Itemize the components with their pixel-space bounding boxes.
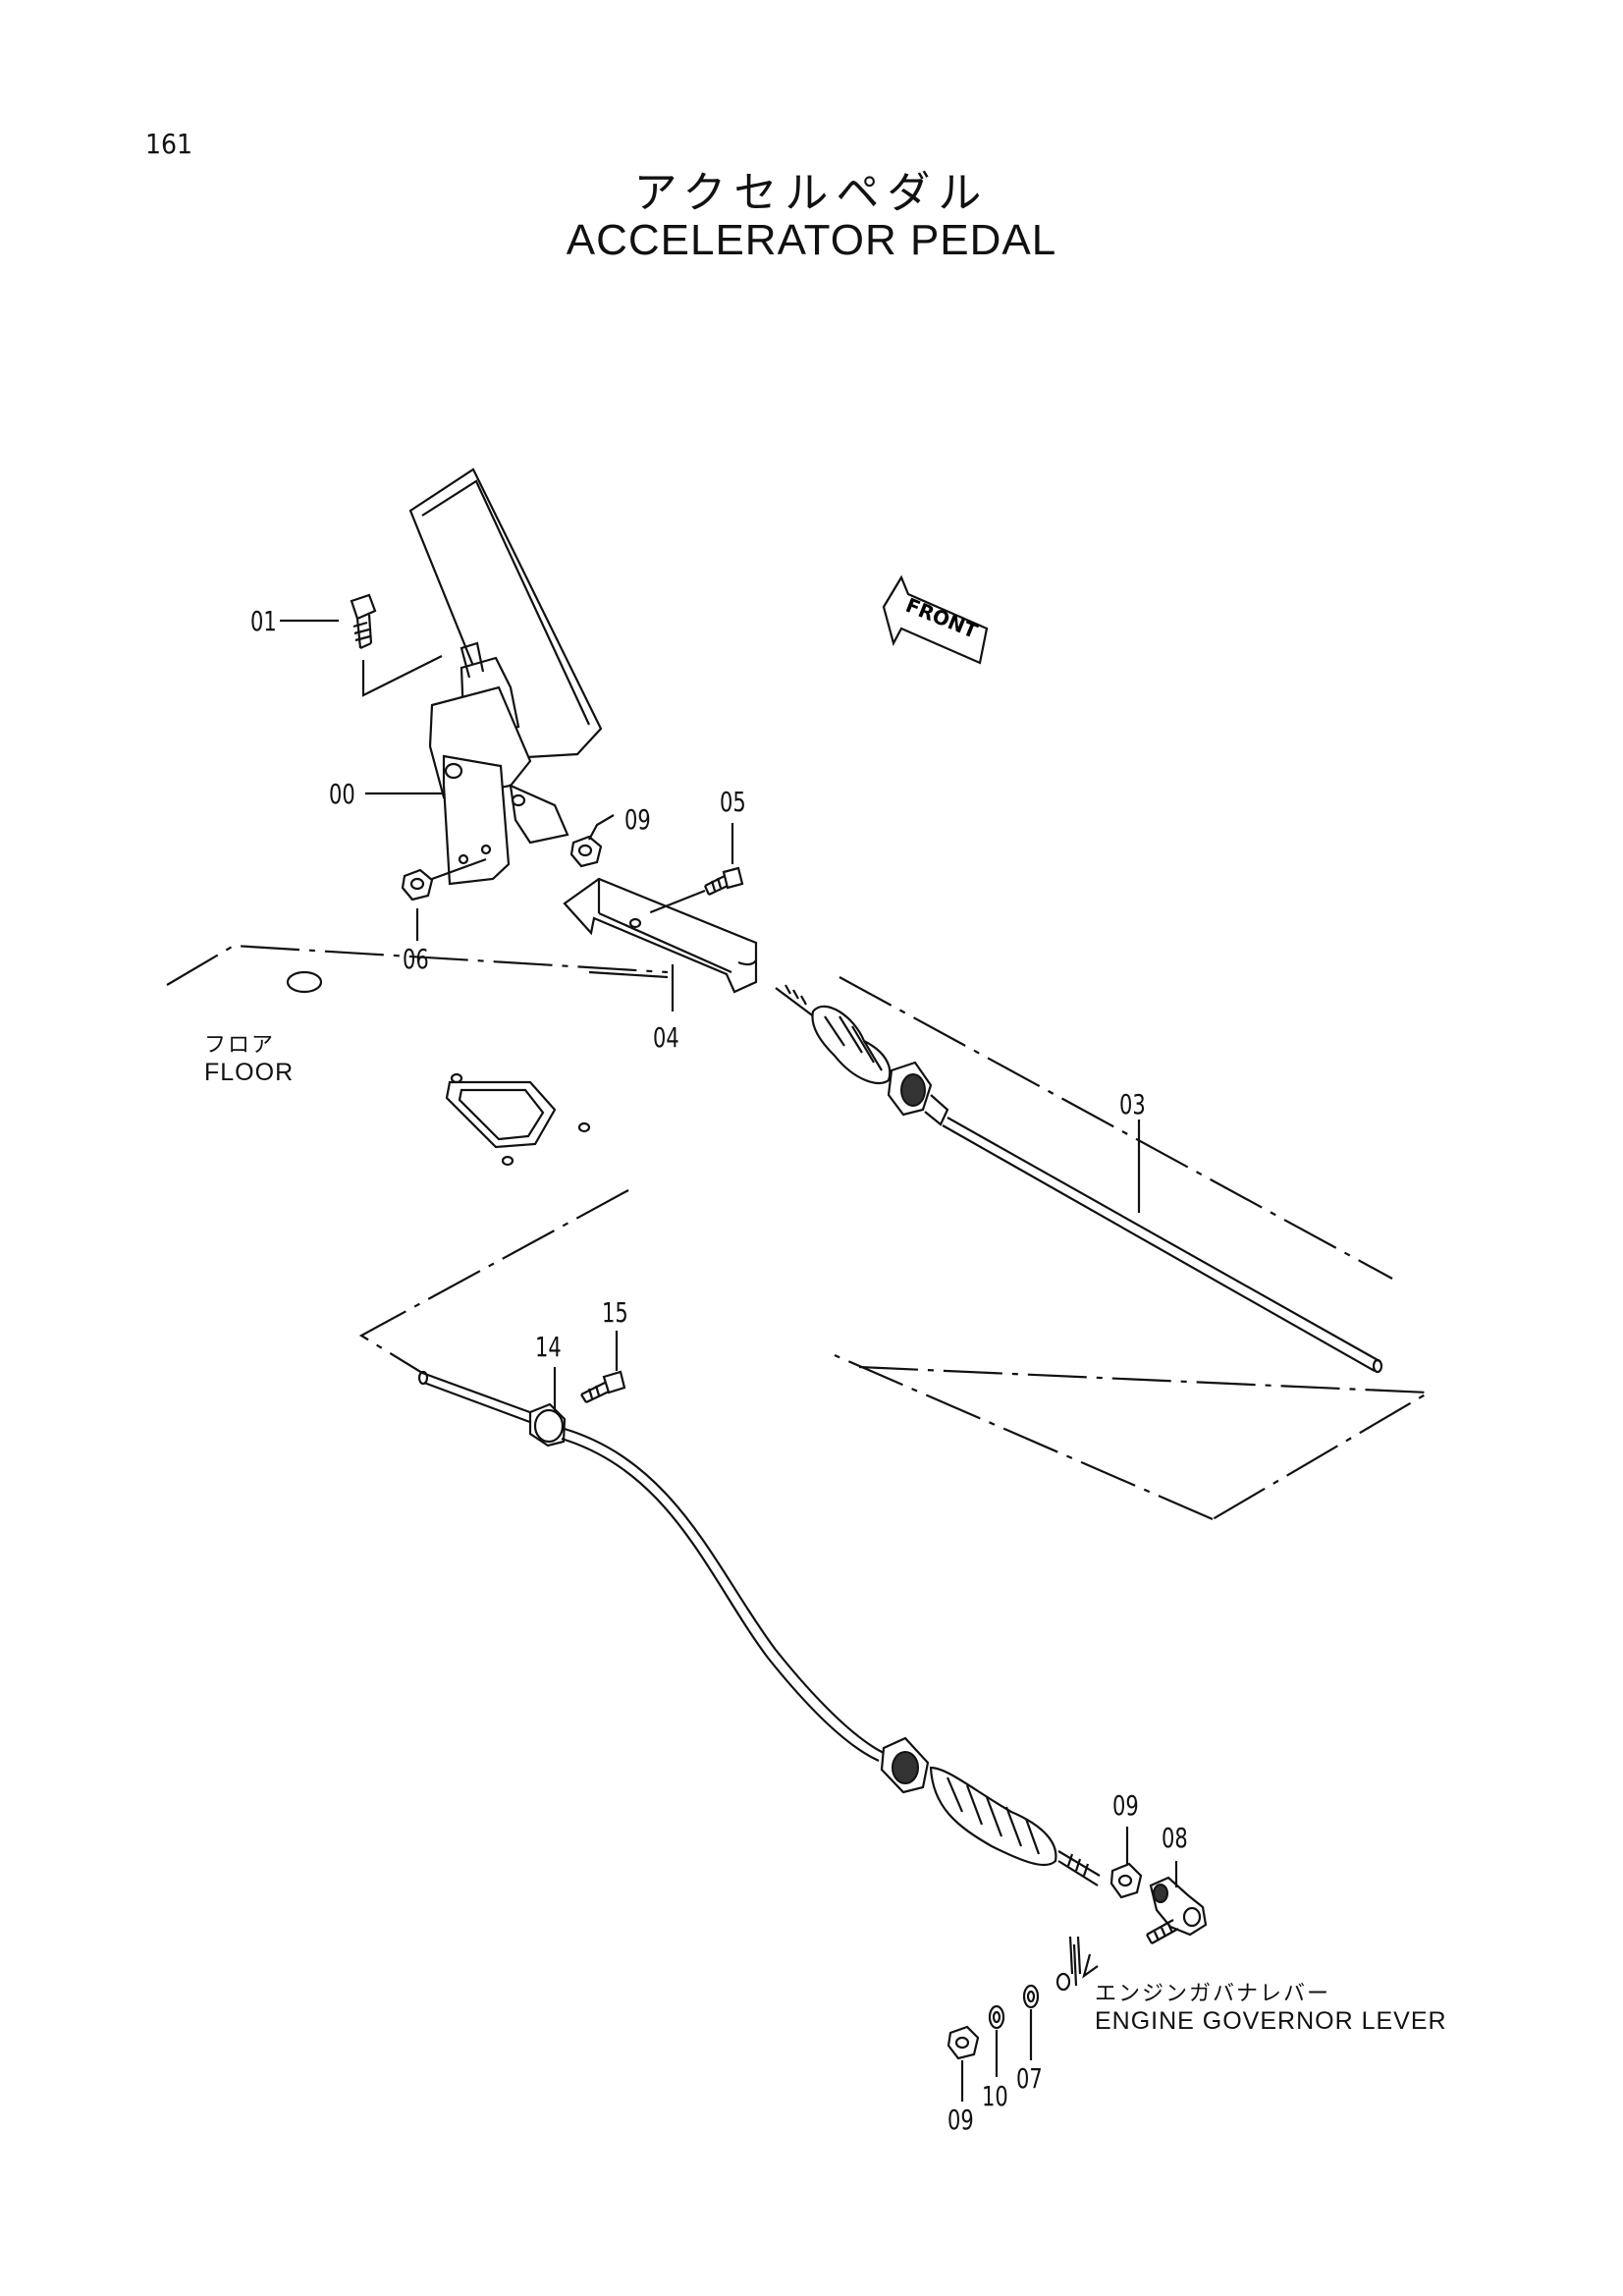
governor-label-jp: エンジンガバナレバー (1095, 1982, 1331, 2006)
callout-09-lower: 09 (1112, 1789, 1139, 1822)
part-04-bracket (563, 877, 758, 994)
page-number: 161 (145, 128, 193, 160)
cable-lower-run (417, 1370, 1101, 1886)
part-07-washer (1022, 1984, 1040, 2009)
leader-lines (280, 619, 1178, 2102)
callout-05: 05 (720, 786, 746, 818)
callout-10: 10 (982, 2080, 1008, 2112)
governor-label-en: ENGINE GOVERNOR LEVER (1095, 2007, 1447, 2035)
callout-04: 04 (653, 1021, 679, 1054)
callout-06: 06 (403, 943, 429, 975)
callout-09-bottom: 09 (947, 2104, 974, 2136)
part-06-nut (401, 857, 487, 902)
callout-07: 07 (1016, 2062, 1043, 2095)
part-10-spring-washer (988, 2004, 1005, 2030)
floor-outline (166, 944, 1393, 1280)
part-03-cable (775, 984, 1383, 1374)
title-english: ACCELERATOR PEDAL (566, 216, 1057, 264)
part-09-nut-bottom (947, 2025, 980, 2060)
floor-label-jp: フロア (204, 1033, 276, 1058)
callout-14: 14 (535, 1331, 562, 1363)
part-14-clamp (533, 1408, 565, 1444)
callout-09-upper: 09 (624, 803, 651, 836)
part-09-nut-lower (1109, 1862, 1143, 1899)
part-01-bolt (350, 593, 443, 697)
callout-01: 01 (250, 605, 277, 637)
title-japanese: アクセルペダル (633, 168, 990, 218)
front-arrow: FRONT (882, 574, 989, 665)
lower-plane-outline (358, 1189, 1433, 1521)
callout-08: 08 (1162, 1822, 1188, 1854)
part-05-bolt (647, 866, 744, 915)
part-15-bolt (580, 1370, 626, 1403)
callout-00: 00 (329, 778, 355, 810)
callout-15: 15 (602, 1296, 628, 1329)
pedal-assembly (408, 467, 603, 886)
part-09-nut-upper (569, 835, 603, 868)
engine-governor-lever (1055, 1936, 1099, 1992)
part-08-ball-joint (1146, 1876, 1208, 1944)
floor-label-en: FLOOR (204, 1059, 295, 1086)
callout-03: 03 (1119, 1088, 1146, 1121)
